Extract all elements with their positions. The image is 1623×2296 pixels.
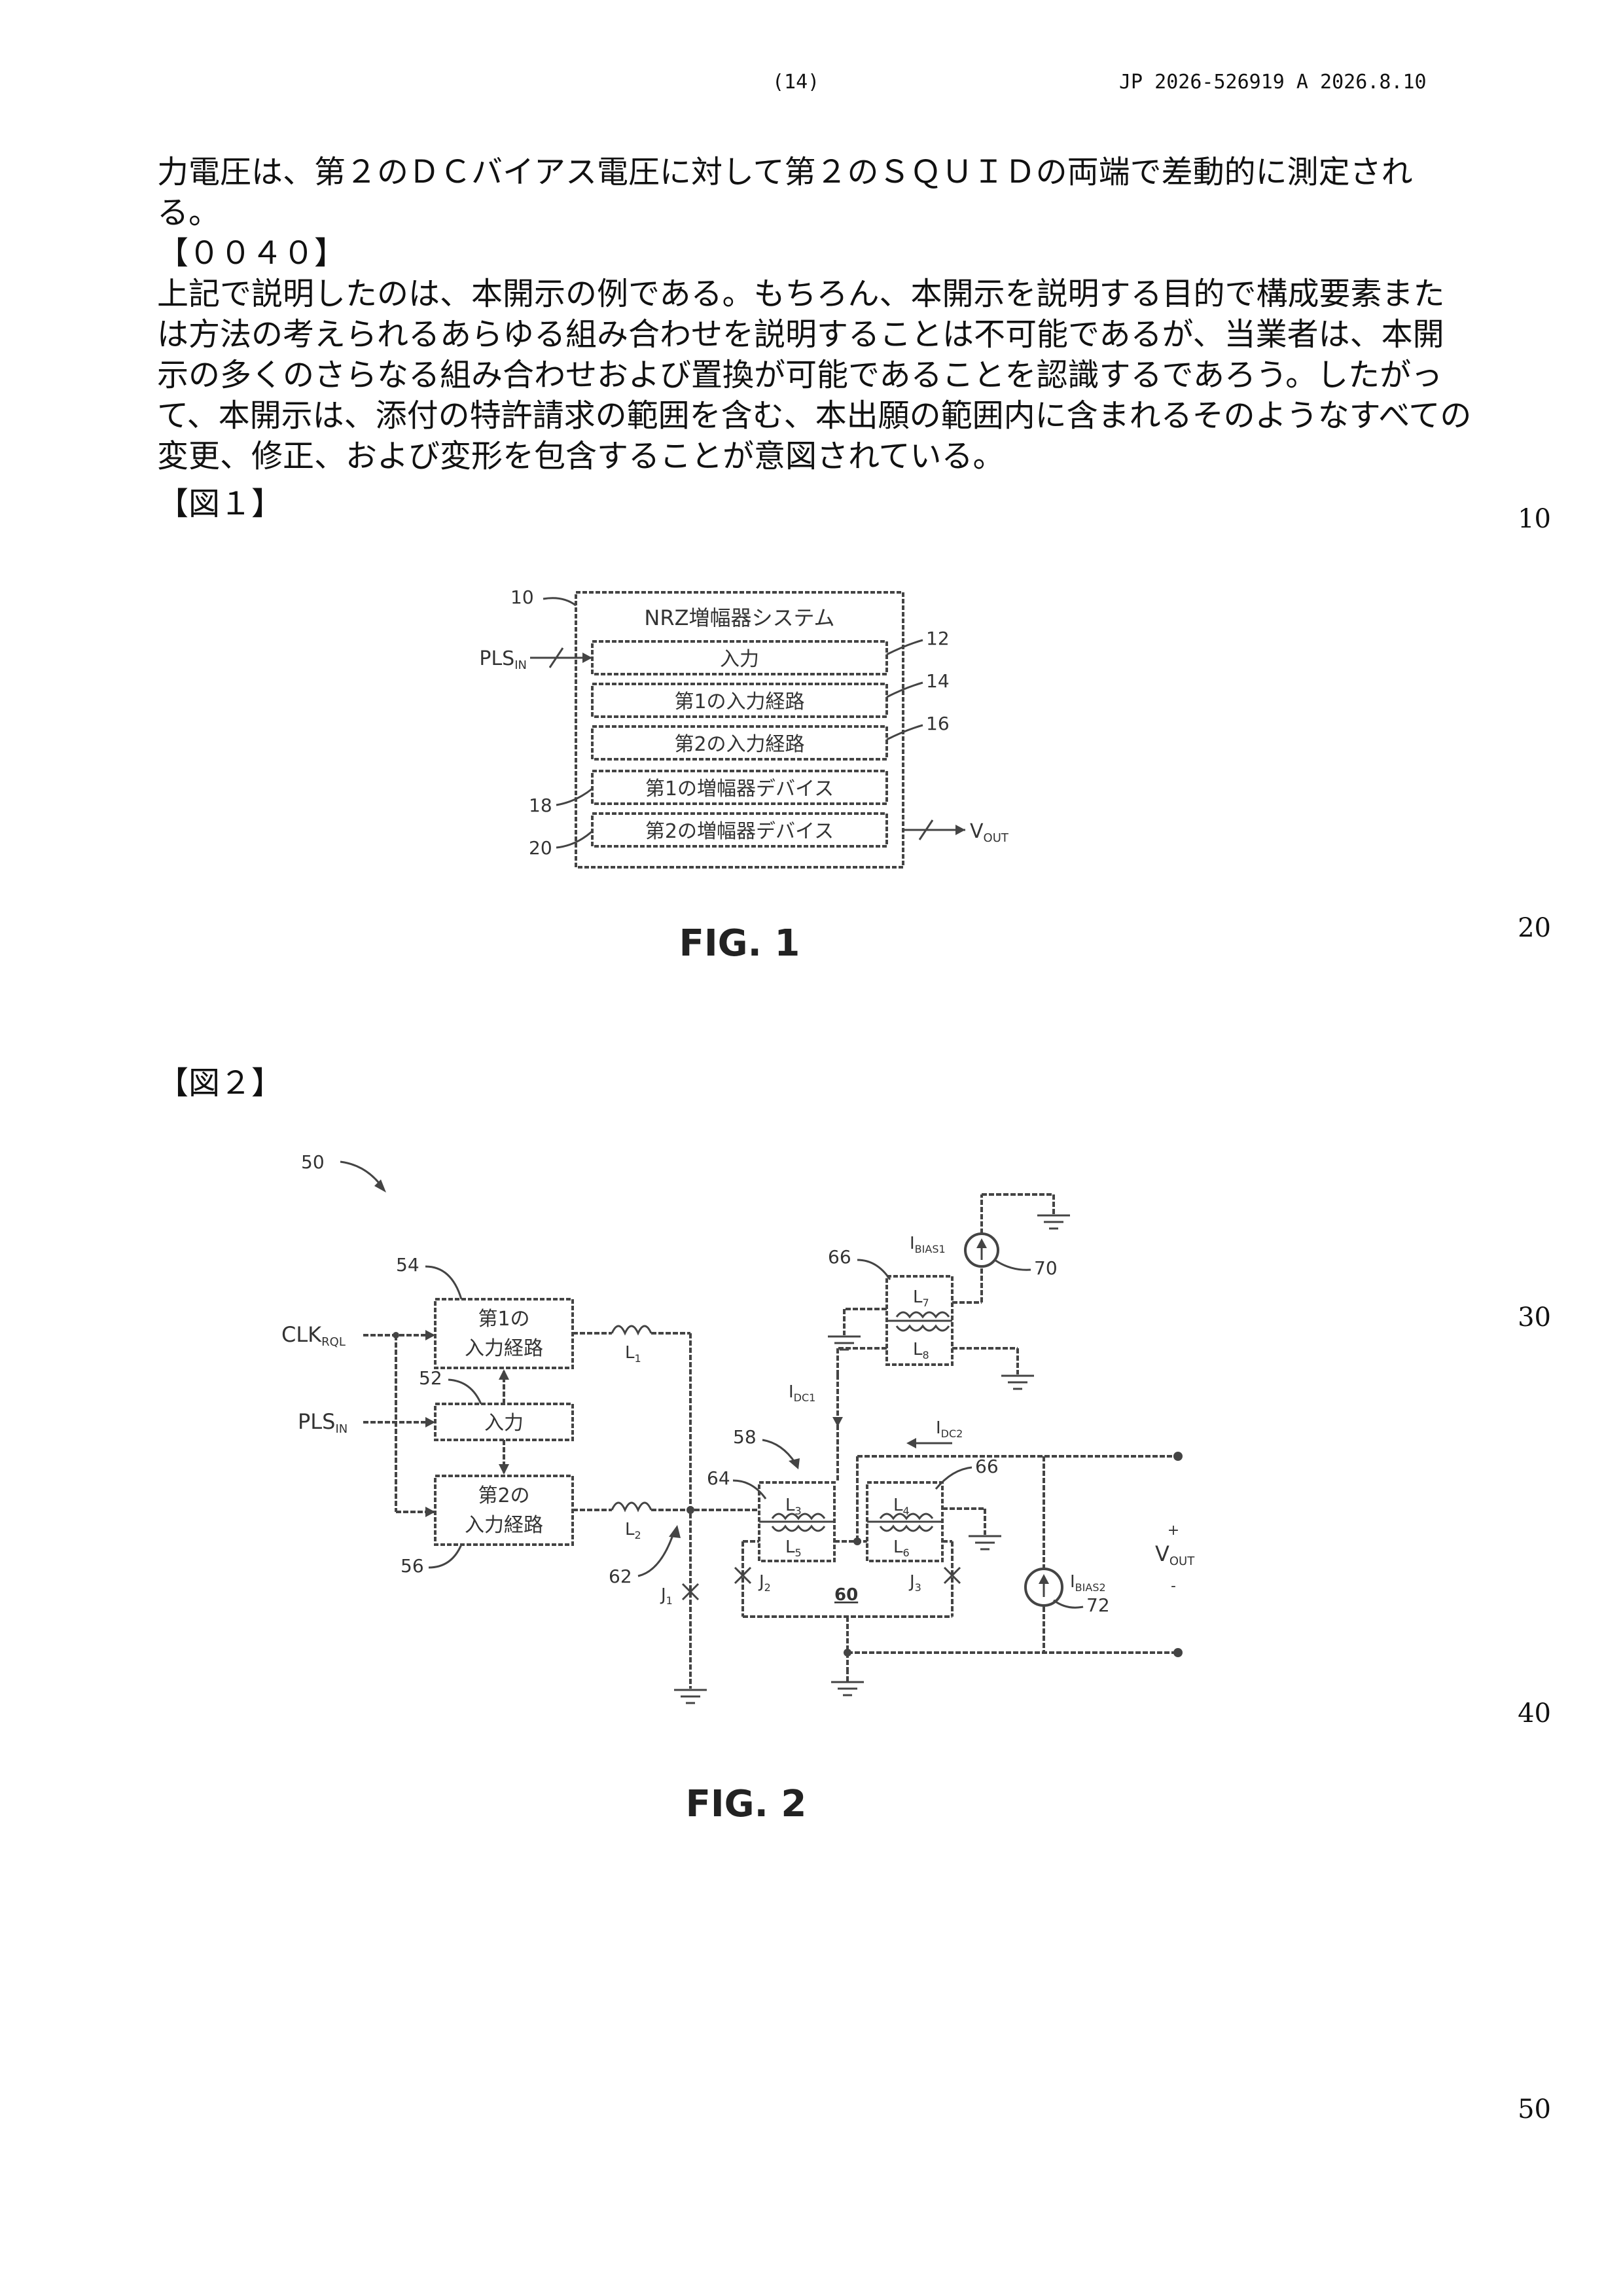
ref-66: 66 bbox=[975, 1456, 999, 1477]
path1-label-line2: 入力経路 bbox=[465, 1337, 543, 1360]
vout-label: VOUT bbox=[1155, 1541, 1195, 1568]
pls-label: PLSIN bbox=[298, 1409, 348, 1436]
clk-node bbox=[393, 1332, 399, 1338]
ref-58: 58 bbox=[733, 1426, 757, 1448]
L6-label: L6 bbox=[893, 1537, 910, 1559]
ibias2-arrow-head bbox=[1039, 1574, 1049, 1584]
vout-terminal-bottom bbox=[1173, 1648, 1183, 1657]
ref-62-leader bbox=[638, 1532, 674, 1576]
ibias1-label: IBIAS1 bbox=[910, 1234, 946, 1255]
pls-arrowhead bbox=[425, 1417, 435, 1427]
J2-label: J2 bbox=[758, 1572, 771, 1594]
L2-label: L2 bbox=[625, 1520, 641, 1541]
clk-arrowhead bbox=[425, 1330, 435, 1340]
L2-inductor bbox=[612, 1503, 651, 1510]
ref-54: 54 bbox=[396, 1254, 419, 1276]
ref-58-leader bbox=[762, 1440, 795, 1463]
idc1-label: IDC1 bbox=[789, 1382, 815, 1404]
vout-plus: + bbox=[1168, 1522, 1179, 1539]
ref-70-leader bbox=[995, 1260, 1031, 1270]
L5-label: L5 bbox=[785, 1537, 802, 1559]
ibias1-arrow-head bbox=[976, 1238, 987, 1248]
clk-label: CLKRQL bbox=[281, 1322, 346, 1349]
ref-72: 72 bbox=[1086, 1594, 1110, 1616]
input-to-path2-head bbox=[499, 1464, 509, 1475]
ibias2-label: IBIAS2 bbox=[1070, 1572, 1106, 1594]
rail-node-left bbox=[844, 1649, 851, 1657]
vout-minus: - bbox=[1171, 1578, 1176, 1594]
L7-label: L7 bbox=[913, 1287, 929, 1309]
L6-coil bbox=[880, 1526, 933, 1531]
J3-label: J3 bbox=[908, 1572, 921, 1594]
figure2-caption: FIG. 2 bbox=[686, 1783, 807, 1825]
ref-70: 70 bbox=[1034, 1257, 1058, 1279]
ref-60: 60 bbox=[834, 1585, 858, 1605]
ref-64: 64 bbox=[707, 1467, 730, 1489]
J1-label: J1 bbox=[660, 1585, 673, 1607]
ref-62: 62 bbox=[609, 1566, 632, 1587]
ref-56-leader bbox=[429, 1545, 461, 1568]
L8-coil bbox=[897, 1326, 949, 1331]
ref-62-arrowhead bbox=[669, 1525, 681, 1538]
input-box-label: 入力 bbox=[484, 1412, 524, 1435]
path1-label-line1: 第1の bbox=[478, 1308, 529, 1331]
L8-label: L8 bbox=[913, 1340, 929, 1361]
path2-label-line2: 入力経路 bbox=[465, 1514, 543, 1537]
ref-50: 50 bbox=[301, 1151, 325, 1173]
ref-68-leader bbox=[857, 1260, 890, 1280]
ref-72-leader bbox=[1054, 1600, 1083, 1607]
ref-52-leader bbox=[448, 1380, 481, 1404]
L5-coil bbox=[772, 1526, 825, 1531]
ref-52: 52 bbox=[419, 1367, 442, 1389]
ref-68: 66 bbox=[828, 1246, 851, 1268]
ref-54-leader bbox=[425, 1266, 461, 1299]
ref-50-arrowhead bbox=[374, 1179, 386, 1193]
input-to-path1-head bbox=[499, 1369, 509, 1380]
ref-56: 56 bbox=[401, 1555, 424, 1577]
idc2-arrow-head bbox=[906, 1438, 916, 1448]
L1-inductor bbox=[612, 1326, 651, 1333]
node-62 bbox=[687, 1506, 694, 1514]
L7-coil bbox=[897, 1312, 949, 1317]
idc2-label: IDC2 bbox=[936, 1418, 963, 1440]
L1-label: L1 bbox=[625, 1343, 641, 1365]
path2-label-line1: 第2の bbox=[478, 1484, 529, 1507]
ref-58-arrowhead bbox=[789, 1458, 800, 1469]
clk-to-path2-head bbox=[425, 1507, 435, 1517]
loop-mid-node bbox=[853, 1537, 861, 1545]
idc1-arrow-head bbox=[832, 1417, 843, 1427]
vout-terminal-top bbox=[1173, 1452, 1183, 1461]
